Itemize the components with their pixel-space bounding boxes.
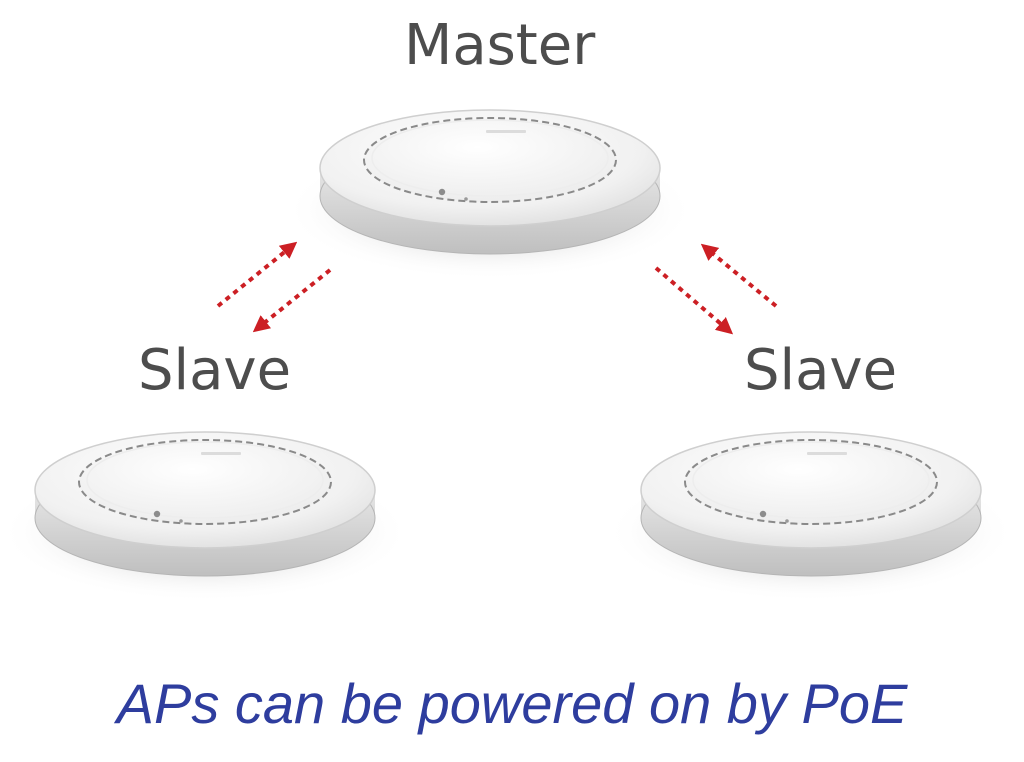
caption: APs can be powered on by PoE: [116, 672, 908, 735]
dashed-arrow-icon: [252, 268, 332, 333]
ceiling-access-point-icon: [605, 431, 1017, 603]
dashed-arrow-icon: [654, 266, 734, 335]
ap-slave-left: [0, 431, 411, 603]
link-right: [654, 243, 778, 335]
ap-slave-right: [605, 431, 1017, 603]
slave-left-label: Slave: [138, 338, 292, 403]
dashed-arrow-icon: [216, 241, 298, 308]
master-label: Master: [404, 13, 596, 78]
link-left: [216, 241, 332, 333]
dashed-arrow-icon: [700, 243, 778, 308]
ap-master: [284, 109, 696, 281]
ceiling-access-point-icon: [0, 431, 411, 603]
slave-right-label: Slave: [744, 338, 898, 403]
ceiling-access-point-icon: [284, 109, 696, 281]
